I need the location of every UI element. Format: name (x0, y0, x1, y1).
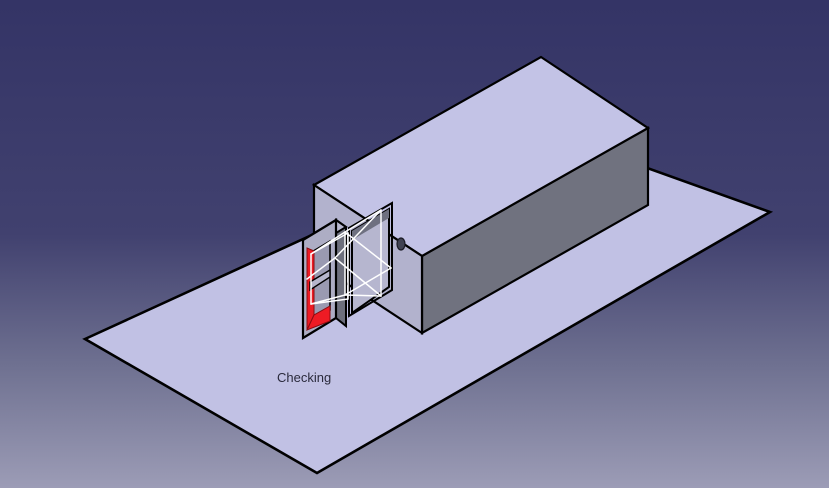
wire-opening-bottom (344, 294, 382, 297)
wall-opening-shadow (352, 209, 389, 240)
wire-frame-edge-top (310, 232, 349, 255)
wire-opening-top (344, 209, 382, 233)
wireframe-construction-lines (306, 209, 392, 305)
wire-diag-b (344, 267, 392, 296)
wire-diag-d (334, 257, 382, 297)
wall-opening-recess[interactable] (351, 207, 390, 315)
door-frame-highlight-bottom (306, 305, 331, 331)
wire-diag-c (334, 209, 382, 259)
keyhole-icon[interactable] (396, 237, 406, 251)
wire-diag-a (344, 231, 392, 269)
checking-label: Checking (277, 370, 331, 385)
door-frame-crossbar (309, 268, 331, 292)
wire-frame-edge-bottom (310, 298, 349, 305)
